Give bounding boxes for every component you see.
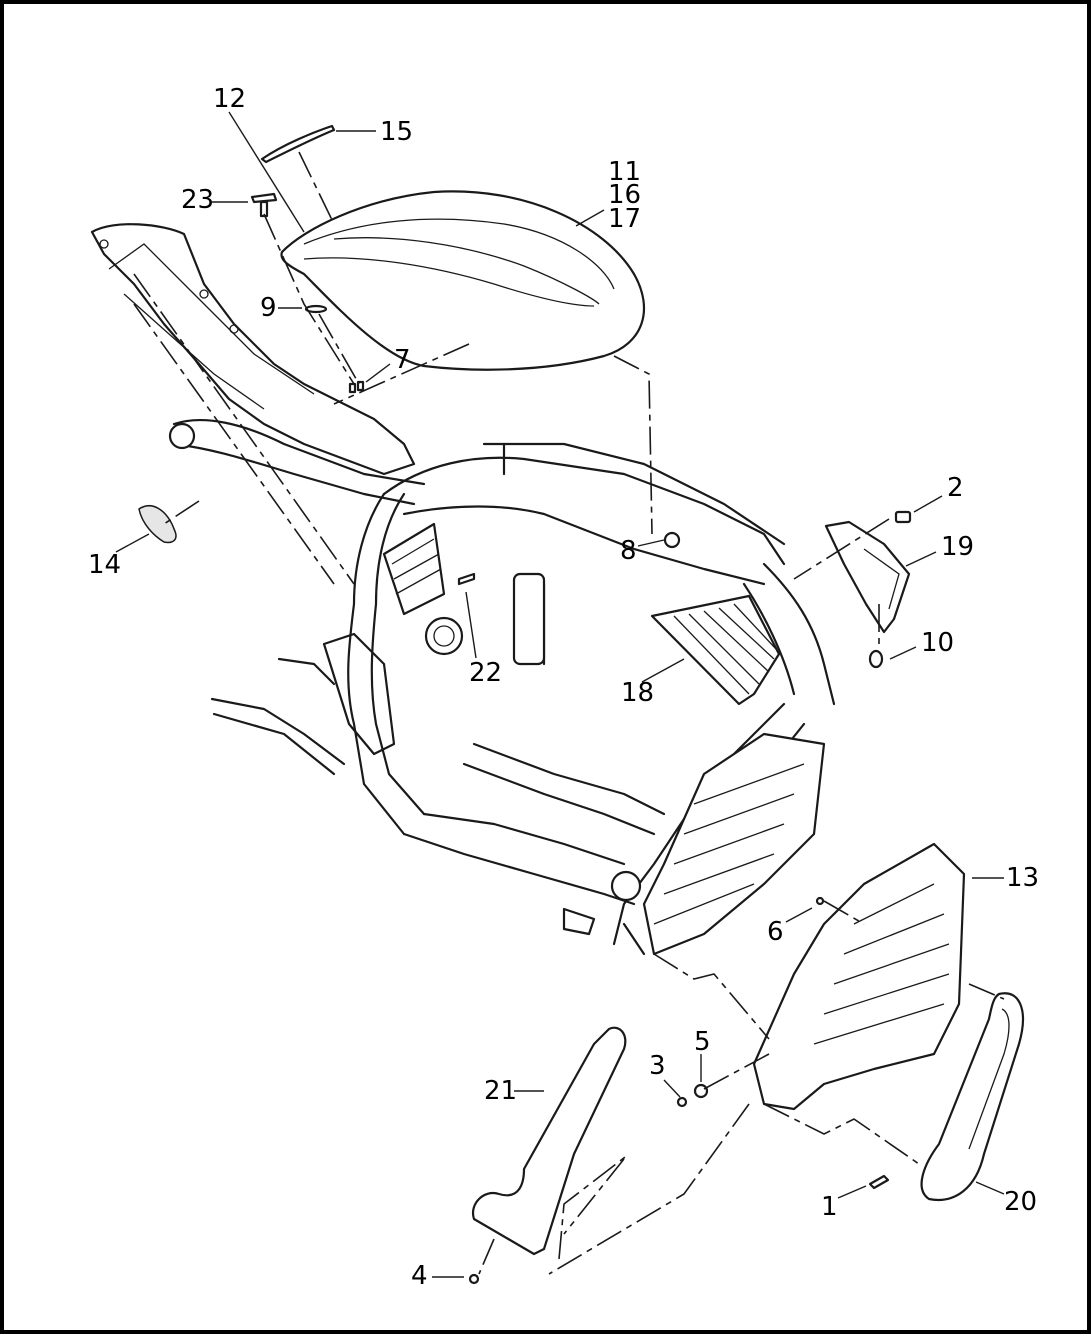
callout-22: 22 xyxy=(469,658,503,688)
left-side-cover xyxy=(138,505,177,544)
air-cleaner-trim xyxy=(920,992,1024,1201)
side-bracket-cover xyxy=(824,520,911,634)
callout-20: 20 xyxy=(1004,1187,1038,1217)
callout-2: 2 xyxy=(947,473,964,503)
callout-14: 14 xyxy=(88,550,122,580)
callout-13: 13 xyxy=(1006,863,1040,893)
callout-5: 5 xyxy=(694,1027,711,1057)
callout-4: 4 xyxy=(411,1261,428,1291)
radiator xyxy=(642,732,826,956)
callout-9: 9 xyxy=(260,293,277,323)
callout-6: 6 xyxy=(767,917,784,947)
callout-7: 7 xyxy=(394,345,411,375)
exploded-parts-diagram xyxy=(90,111,1024,1285)
seat xyxy=(280,190,646,371)
callout-16: 16 xyxy=(608,180,642,210)
assembly-lines xyxy=(133,151,1005,1275)
callout-3: 3 xyxy=(649,1051,666,1081)
callout-23: 23 xyxy=(181,185,215,215)
callout-17: 17 xyxy=(608,204,642,234)
callout-leaders xyxy=(115,111,1005,1278)
callout-18: 18 xyxy=(621,678,655,708)
frame-side-grille xyxy=(650,594,781,706)
callout-12: 12 xyxy=(213,84,247,114)
air-cleaner-cover xyxy=(752,842,966,1111)
callout-10: 10 xyxy=(921,628,955,658)
callout-19: 19 xyxy=(941,532,975,562)
callout-1: 1 xyxy=(821,1192,838,1222)
hardware-fasteners xyxy=(250,192,912,1285)
frame-left-grille xyxy=(382,522,446,616)
motorcycle-frame xyxy=(168,418,836,956)
callout-15: 15 xyxy=(380,117,414,147)
rear-fender xyxy=(90,223,416,476)
callout-21: 21 xyxy=(484,1076,518,1106)
lower-cover xyxy=(471,1026,627,1256)
seat-strap xyxy=(260,124,336,164)
callout-8: 8 xyxy=(620,536,637,566)
callout-11: 11 xyxy=(608,157,642,187)
